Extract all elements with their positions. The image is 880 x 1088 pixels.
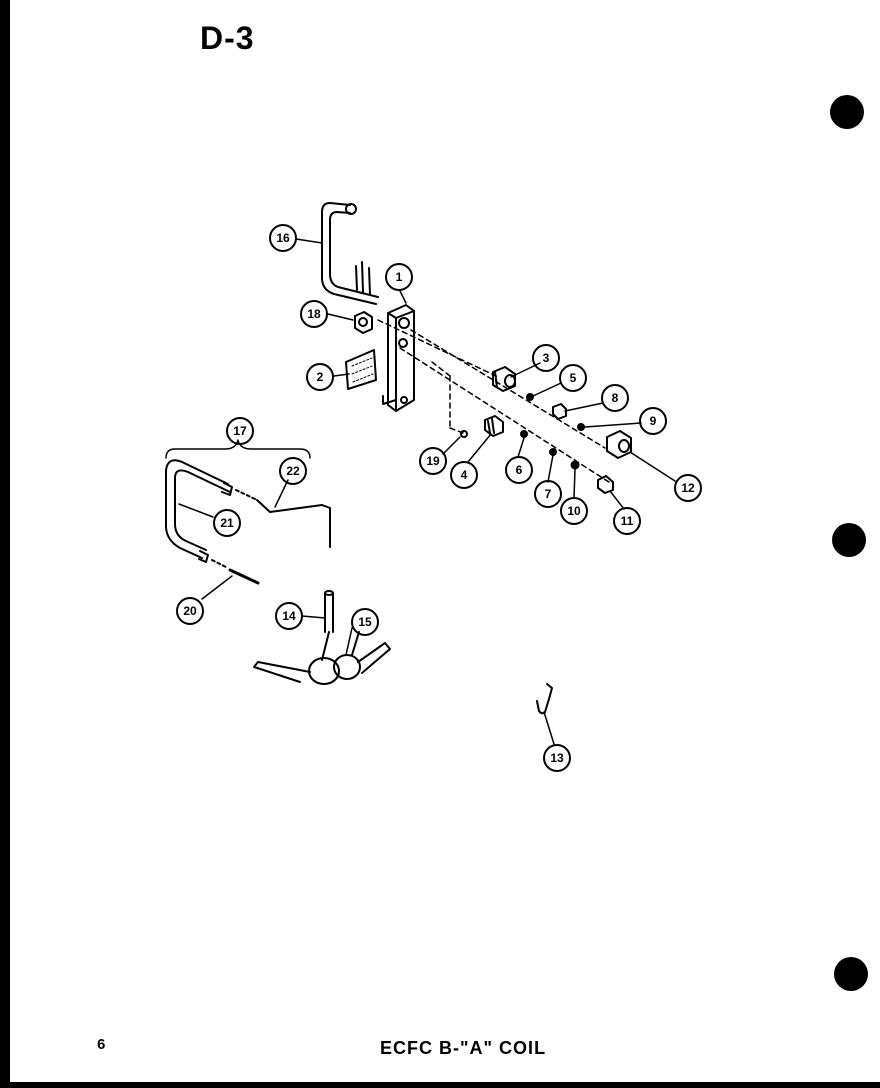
part-1-bracket xyxy=(382,304,415,412)
part-15-capillary-coil xyxy=(253,631,391,685)
part-21-tube xyxy=(165,459,233,563)
part-7-washer xyxy=(549,448,557,456)
callout-7: 7 xyxy=(545,487,552,501)
callout-2: 2 xyxy=(317,370,324,384)
part-9-washer xyxy=(577,423,585,431)
callout-6: 6 xyxy=(516,463,523,477)
callout-17: 17 xyxy=(233,424,247,438)
part-17-group-bracket xyxy=(165,439,311,459)
callout-14: 14 xyxy=(282,609,296,623)
callout-13: 13 xyxy=(550,751,564,765)
callout-8: 8 xyxy=(612,391,619,405)
callout-12: 12 xyxy=(681,481,695,495)
part-6-washer xyxy=(520,430,528,438)
callout-21: 21 xyxy=(220,516,234,530)
callout-15: 15 xyxy=(358,615,372,629)
page-code: D-3 xyxy=(200,20,255,56)
callout-18: 18 xyxy=(307,307,321,321)
part-11-fitting xyxy=(597,475,614,494)
callout-5: 5 xyxy=(570,371,577,385)
part-13-hook xyxy=(536,683,553,715)
callout-3: 3 xyxy=(543,351,550,365)
bottom-edge xyxy=(0,1082,880,1088)
callout-circles xyxy=(176,224,702,772)
callout-20: 20 xyxy=(183,604,197,618)
part-16-tube xyxy=(321,202,379,305)
part-8-fitting xyxy=(552,403,567,420)
part-3-fitting xyxy=(492,366,516,392)
part-2-pad xyxy=(345,349,377,390)
callout-11: 11 xyxy=(621,514,634,528)
callout-22: 22 xyxy=(286,464,300,478)
diagram-caption: ECFC B-"A" COIL xyxy=(380,1038,547,1058)
leader-lines xyxy=(178,238,676,745)
part-22-line xyxy=(235,489,331,548)
page-number: 6 xyxy=(97,1036,106,1053)
part-19-screw xyxy=(460,430,468,438)
part-18-nut xyxy=(354,311,373,334)
binder-hole-top xyxy=(830,95,864,129)
callout-4: 4 xyxy=(461,468,468,482)
binding-edge xyxy=(0,0,10,1088)
callout-9: 9 xyxy=(650,414,657,428)
callout-16: 16 xyxy=(276,231,290,245)
callout-1: 1 xyxy=(396,270,403,284)
part-20-line xyxy=(211,559,260,585)
part-10-washer xyxy=(570,460,580,470)
part-14-sensing-bulb xyxy=(321,590,334,661)
binder-hole-bottom xyxy=(834,957,868,991)
callout-19: 19 xyxy=(426,454,440,468)
part-12-flare-nut xyxy=(606,430,632,459)
binder-hole-middle xyxy=(832,523,866,557)
callout-10: 10 xyxy=(567,504,581,518)
part-5-washer xyxy=(526,393,534,401)
part-4-fitting xyxy=(484,415,504,437)
